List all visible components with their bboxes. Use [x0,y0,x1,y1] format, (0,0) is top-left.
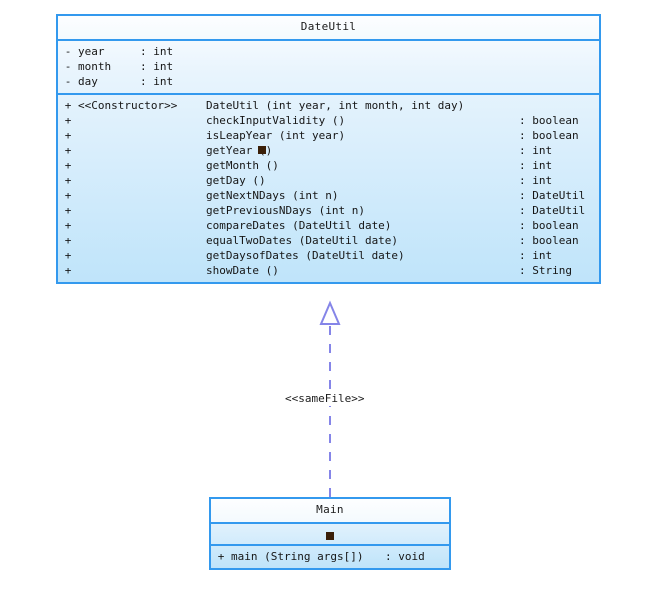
method-visibility: + [64,114,72,127]
method-signature: checkInputValidity () [206,114,346,127]
method-signature: getDay () [206,174,266,187]
method-visibility: + [64,234,72,247]
method-row: + getMonth () : int [58,158,599,173]
method-stereotype [78,248,206,263]
method-row: + main (String args[]) : void [211,549,449,564]
attribute-visibility: - [64,75,72,88]
method-signature: compareDates (DateUtil date) [206,219,392,232]
selection-square-marker-icon [326,532,334,540]
attribute-visibility: - [64,45,72,58]
method-visibility: + [64,129,72,142]
method-signature: getMonth () [206,159,279,172]
method-return-type: : boolean [519,114,579,127]
method-row: + isLeapYear (int year) : boolean [58,128,599,143]
method-return-type: : boolean [519,219,579,232]
attributes-compartment-dateutil: - year : int - month : int - day : int [58,41,599,95]
methods-compartment-main: + main (String args[]) : void [211,546,449,568]
class-name-dateutil: DateUtil [58,16,599,41]
method-visibility: + [217,550,225,563]
attribute-name: month [78,60,112,73]
relationship-stereotype-label: <<sameFile>> [283,392,367,406]
method-return-type: : int [519,249,553,262]
class-box-dateutil[interactable]: DateUtil - year : int - month : int - da… [56,14,601,284]
method-signature: showDate () [206,264,279,277]
method-row: + getDaysofDates (DateUtil date) : int [58,248,599,263]
class-box-main[interactable]: Main + main (String args[]) : void [209,497,451,570]
method-stereotype [78,143,206,158]
method-visibility: + [64,99,72,112]
method-visibility: + [64,204,72,217]
method-signature: getYear () [206,144,273,157]
method-row: + showDate () : String [58,263,599,278]
method-visibility: + [64,144,72,157]
method-row: + <<Constructor>> DateUtil (int year, in… [58,98,599,113]
method-row: + compareDates (DateUtil date) : boolean [58,218,599,233]
method-stereotype [78,158,206,173]
attribute-visibility: - [64,60,72,73]
method-visibility: + [64,189,72,202]
method-row: + equalTwoDates (DateUtil date) : boolea… [58,233,599,248]
method-visibility: + [64,159,72,172]
methods-compartment-dateutil: + <<Constructor>> DateUtil (int year, in… [58,95,599,282]
method-return-type: : int [519,144,553,157]
method-return-type: : boolean [519,129,579,142]
method-return-type: : int [519,174,553,187]
method-return-type: : void [385,550,425,563]
method-visibility: + [64,249,72,262]
method-visibility: + [64,264,72,277]
method-return-type: : String [519,264,572,277]
method-signature: getDaysofDates (DateUtil date) [206,249,405,262]
attribute-type: : int [140,75,174,88]
method-return-type: : boolean [519,234,579,247]
selection-square-marker-icon [258,146,266,154]
method-stereotype [78,263,206,278]
attributes-compartment-main [211,524,449,546]
method-row: + getYear () : int [58,143,599,158]
method-stereotype [78,128,206,143]
method-stereotype [78,218,206,233]
method-signature: isLeapYear (int year) [206,129,346,142]
attribute-type: : int [140,45,174,58]
method-signature: getNextNDays (int n) [206,189,339,202]
method-row: + getPreviousNDays (int n) : DateUtil [58,203,599,218]
method-stereotype [78,188,206,203]
attribute-type: : int [140,60,174,73]
method-signature: main (String args[]) [231,550,364,563]
attribute-row: - month : int [58,59,599,74]
attribute-row: - year : int [58,44,599,59]
method-visibility: + [64,174,72,187]
method-stereotype [78,233,206,248]
class-name-main: Main [211,499,449,524]
method-stereotype [78,113,206,128]
hollow-triangle-arrowhead [319,300,341,325]
method-visibility: + [64,219,72,232]
method-row: + getNextNDays (int n) : DateUtil [58,188,599,203]
method-return-type [519,98,599,113]
method-signature: getPreviousNDays (int n) [206,204,365,217]
method-return-type: : DateUtil [519,189,586,202]
method-return-type: : DateUtil [519,204,586,217]
attribute-name: day [78,75,98,88]
method-stereotype [78,173,206,188]
method-stereotype: <<Constructor>> [78,99,178,112]
attribute-row: - day : int [58,74,599,89]
attribute-name: year [78,45,105,58]
method-signature: equalTwoDates (DateUtil date) [206,234,399,247]
method-row: + checkInputValidity () : boolean [58,113,599,128]
method-row: + getDay () : int [58,173,599,188]
method-stereotype [78,203,206,218]
method-signature: DateUtil (int year, int month, int day) [206,99,465,112]
method-return-type: : int [519,159,553,172]
